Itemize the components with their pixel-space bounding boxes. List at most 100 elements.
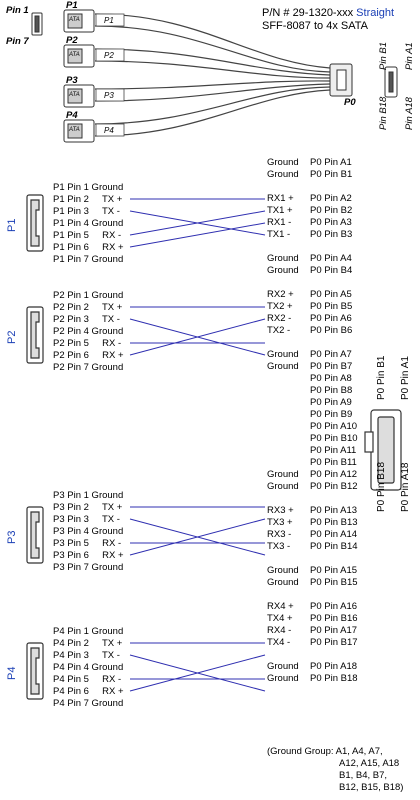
p0-pin-label: P0 Pin B16 [310, 613, 358, 624]
p0-signal-label: Ground [267, 565, 299, 576]
p0-pin-label: P0 Pin A11 [310, 445, 357, 456]
p0-pin-label: P0 Pin A18 [310, 661, 358, 672]
p0-signal-label: Ground [267, 253, 299, 264]
p0-pin-label: P0 Pin A7 [310, 349, 352, 360]
band-label-p1: P1 [104, 16, 114, 25]
p0-pin-label: P0 Pin A1 [310, 157, 352, 168]
sata-pin-row: P3 Pin 4 Ground [53, 526, 124, 537]
p0-signal-label: Ground [267, 169, 299, 180]
sata-logo-p3: ATA [69, 92, 80, 98]
p0-side-label-a18: P0 Pin A18 [400, 462, 411, 512]
p0-signal-label: TX4 + [267, 613, 293, 624]
plug-label-p3: P3 [66, 75, 78, 86]
sata-pin-row: P1 Pin 1 Ground [53, 182, 124, 193]
p0-pin-label: P0 Pin B10 [310, 433, 358, 444]
p0-signal-label: Ground [267, 157, 299, 168]
band-label-p4: P4 [104, 126, 114, 135]
plug-label-p2: P2 [66, 35, 78, 46]
sata-connector-p2 [26, 306, 44, 364]
p0-signal-label: TX3 - [267, 541, 291, 552]
sata-pin-row: P2 Pin 7 Ground [53, 362, 124, 373]
ground-group-line2: A12, A15, A18 [339, 758, 400, 769]
p0-pin-label: P0 Pin A3 [310, 217, 352, 228]
connector-label-p0: P0 [344, 97, 356, 108]
sata-pin-row: P4 Pin 7 Ground [53, 698, 124, 709]
sata-pin-row: P3 Pin 7 Ground [53, 562, 124, 573]
p0-pin-label: P0 Pin B18 [310, 673, 358, 684]
sata-pin-row: P4 Pin 3 TX - [53, 650, 120, 661]
p0-pin-label: P0 Pin B15 [310, 577, 358, 588]
p0-signal-label: RX4 + [267, 601, 294, 612]
p0-signal-label: Ground [267, 265, 299, 276]
plug-label-p1: P1 [66, 0, 78, 11]
p0-side-label-b1: P0 Pin B1 [376, 355, 387, 400]
sata-pin-row: P3 Pin 3 TX - [53, 514, 120, 525]
p0-pin-label: P0 Pin A17 [310, 625, 358, 636]
p0-signal-label: Ground [267, 661, 299, 672]
sata-pin-row: P4 Pin 1 Ground [53, 626, 124, 637]
sata-pin-row: P1 Pin 6 RX + [53, 242, 124, 253]
sata-pin-row: P2 Pin 4 Ground [53, 326, 124, 337]
band-label-p2: P2 [104, 51, 114, 60]
sata-connector-p1 [26, 194, 44, 252]
p0-signal-label: TX3 + [267, 517, 293, 528]
p0-signal-label: Ground [267, 361, 299, 372]
plug-label-p4: P4 [66, 110, 78, 121]
p0-pin-label: P0 Pin B6 [310, 325, 353, 336]
part-number: P/N # 29-1320-xxx [262, 7, 354, 19]
p0-signal-label: TX4 - [267, 637, 291, 648]
p0-signal-label: Ground [267, 469, 299, 480]
sata-pin-row: P3 Pin 1 Ground [53, 490, 124, 501]
p0-pin-label: P0 Pin A4 [310, 253, 352, 264]
sata-pin-row: P4 Pin 2 TX + [53, 638, 123, 649]
p0-pin-label: P0 Pin B9 [310, 409, 353, 420]
p0-pin-label: P0 Pin B8 [310, 385, 353, 396]
port-label-p1: P1 [6, 218, 18, 232]
label-pin-a1: Pin A1 [404, 42, 415, 70]
sata-pin-row: P1 Pin 7 Ground [53, 254, 124, 265]
header-line1: P/N # 29-1320-xxx Straight [262, 7, 394, 20]
p0-signal-label: Ground [267, 673, 299, 684]
p0-pin-label: P0 Pin B4 [310, 265, 353, 276]
p0-pin-label: P0 Pin B7 [310, 361, 353, 372]
sata-pin-row: P1 Pin 3 TX - [53, 206, 120, 217]
wires [129, 198, 266, 692]
sata-pin-row: P2 Pin 2 TX + [53, 302, 123, 313]
pin1-label: Pin 1 [6, 5, 29, 16]
p0-signal-label: RX3 - [267, 529, 292, 540]
p0-pin-label: P0 Pin A2 [310, 193, 352, 204]
p0-signal-label: TX2 - [267, 325, 291, 336]
ground-group-line1: (Ground Group: A1, A4, A7, [267, 746, 383, 757]
p0-pin-label: P0 Pin B17 [310, 637, 358, 648]
p0-signal-label: Ground [267, 481, 299, 492]
p0-pin-label: P0 Pin A9 [310, 397, 352, 408]
sata-logo-p2: ATA [69, 52, 80, 58]
p0-signal-label: RX2 - [267, 313, 292, 324]
sata-pin-row: P1 Pin 5 RX - [53, 230, 122, 241]
p0-pin-label: P0 Pin B2 [310, 205, 353, 216]
p0-pin-label: P0 Pin B14 [310, 541, 358, 552]
port-label-p2: P2 [6, 330, 18, 344]
p0-pin-label: P0 Pin B12 [310, 481, 358, 492]
sata-plug-p2 [63, 44, 95, 68]
p0-signal-label: RX1 + [267, 193, 294, 204]
sata-logo-p1: ATA [69, 17, 80, 23]
sata-pin-row: P3 Pin 5 RX - [53, 538, 122, 549]
p0-signal-label: Ground [267, 349, 299, 360]
p0-side-label-a1: P0 Pin A1 [400, 356, 411, 400]
sata-connector-p3 [26, 506, 44, 564]
p0-pin-label: P0 Pin B3 [310, 229, 353, 240]
p0-pin-label: P0 Pin B5 [310, 301, 353, 312]
p0-pin-label: P0 Pin A10 [310, 421, 358, 432]
label-pin-b18: Pin B18 [378, 96, 389, 130]
p0-signal-label: TX2 + [267, 301, 293, 312]
p0-signal-label: RX4 - [267, 625, 292, 636]
p0-pin-label: P0 Pin A16 [310, 601, 358, 612]
p0-side-label-b18: P0 Pin B18 [376, 461, 387, 512]
sata-pin-row: P4 Pin 5 RX - [53, 674, 122, 685]
p0-pin-label: P0 Pin B1 [310, 169, 353, 180]
p0-pin-label: P0 Pin A13 [310, 505, 358, 516]
band-label-p3: P3 [104, 91, 114, 100]
p0-signal-label: RX2 + [267, 289, 294, 300]
